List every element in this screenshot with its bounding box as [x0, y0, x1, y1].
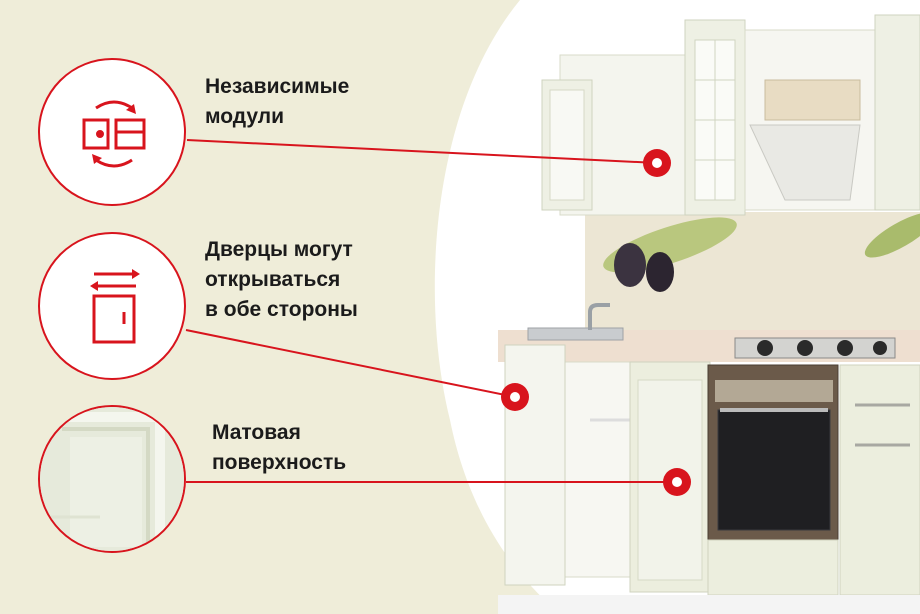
feature-text-modules: Независимые модули — [205, 72, 349, 132]
feature-line: открываться — [205, 268, 341, 291]
range-hood — [749, 124, 861, 201]
lower-cabinet-right — [839, 364, 920, 596]
feature-text-matte: Матовая поверхность — [212, 418, 346, 478]
hood-box — [764, 79, 861, 121]
gas-hob — [734, 337, 896, 359]
feature-text-doors: Дверцы могут открываться в обе стороны — [205, 235, 358, 325]
kitchen-illustration — [498, 14, 920, 614]
feature-line: модули — [205, 105, 285, 128]
feature-line: Матовая — [212, 421, 301, 444]
olive-right — [646, 252, 674, 292]
sink — [527, 327, 624, 341]
feature-circle-matte — [38, 405, 186, 553]
feature-circle-doors — [38, 232, 186, 380]
modules-swap-icon — [82, 100, 146, 168]
door-swap-icon — [90, 269, 140, 344]
matte-surface-texture — [40, 407, 184, 551]
feature-circle-modules — [38, 58, 186, 206]
feature-line: Независимые — [205, 75, 350, 98]
feature-line: поверхность — [212, 451, 347, 474]
feature-line: в обе стороны — [205, 298, 358, 321]
feature-line: Дверцы могут — [205, 238, 353, 261]
olive-left — [614, 243, 646, 287]
lower-door-open-left — [504, 344, 566, 586]
oven-drawer — [707, 539, 839, 596]
